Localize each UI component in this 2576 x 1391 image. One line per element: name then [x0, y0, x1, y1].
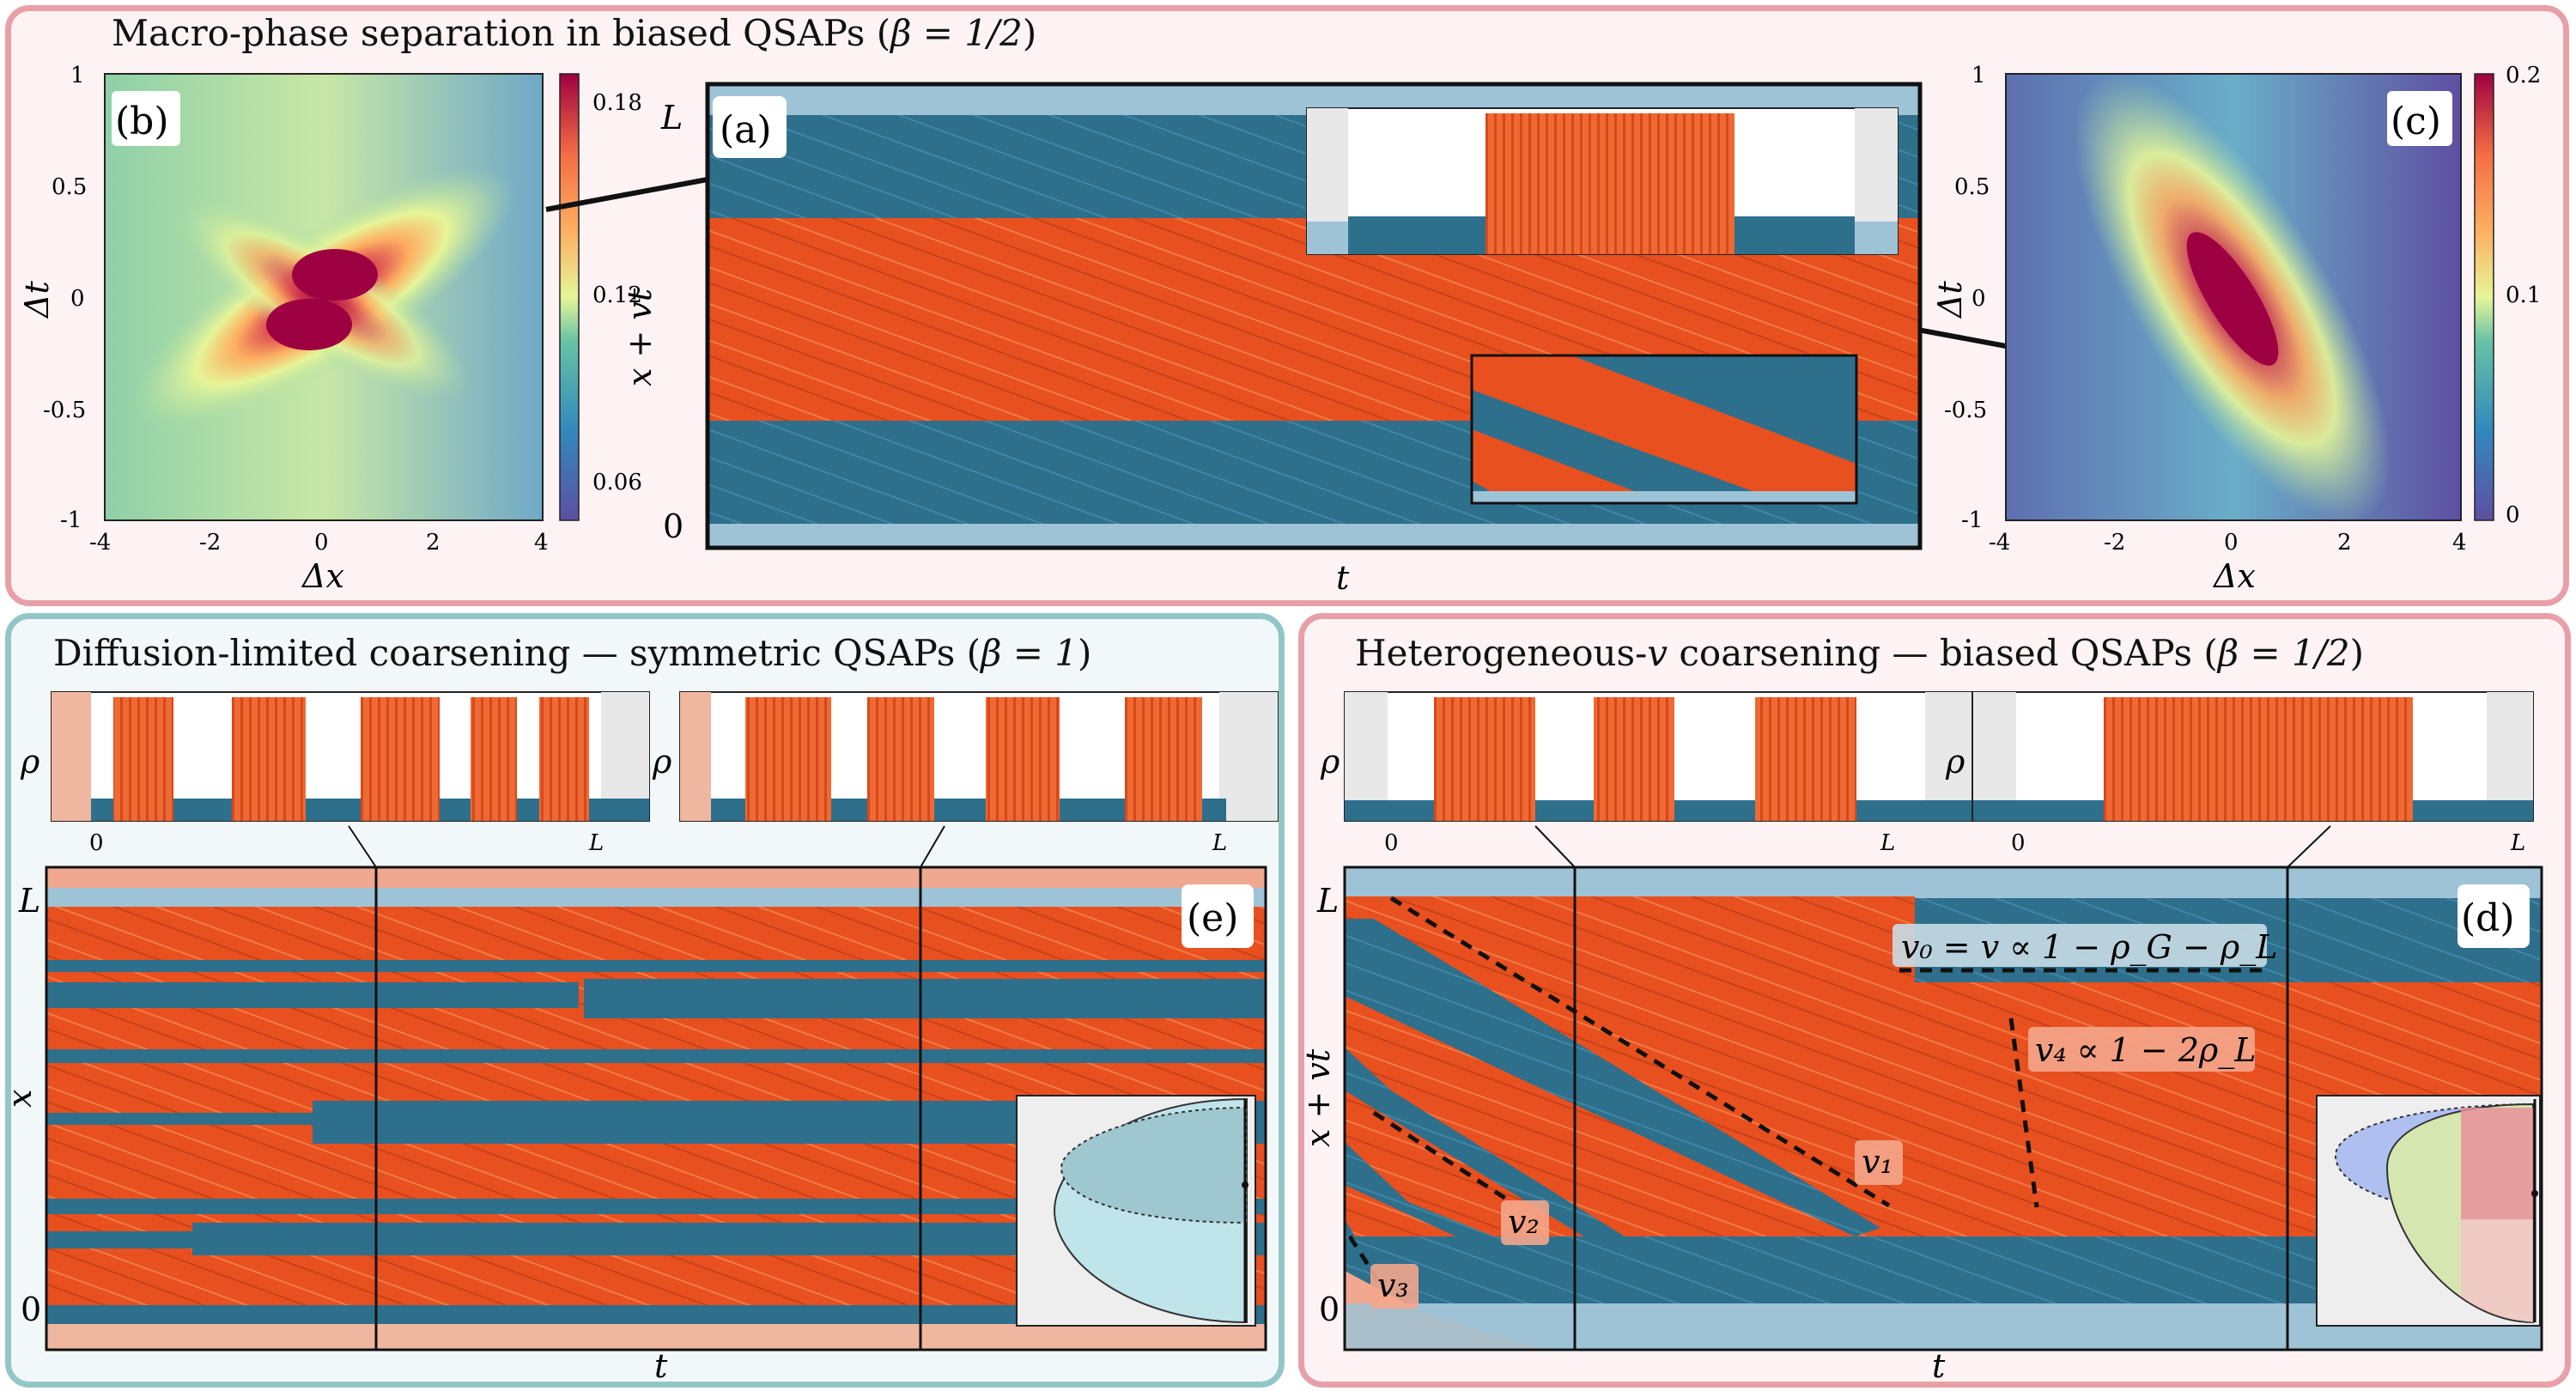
c-xlabel: Δx — [2212, 557, 2256, 595]
panel-e-profile-2 — [679, 691, 1279, 822]
panel-b-colorbar — [559, 73, 580, 521]
b-xtick-2: 2 — [426, 530, 440, 556]
c-ytick-m1: -1 — [1961, 507, 1983, 533]
d-prof2-0: 0 — [2011, 830, 2026, 856]
e-rho-label-1: ρ — [20, 743, 40, 781]
v0-annotation-bg — [1893, 924, 2267, 967]
b-ytick-1: 1 — [70, 63, 85, 88]
panel-e-label: (e) — [1187, 896, 1238, 940]
panel-d-profile-2 — [1972, 691, 2534, 822]
c-xtick-0: 0 — [2224, 530, 2239, 556]
b-xtick-0: 0 — [314, 530, 329, 556]
d-rho-label-1: ρ — [1320, 743, 1340, 781]
e-connector-2 — [920, 825, 945, 868]
c-xtick-m2: -2 — [2104, 530, 2125, 556]
v2-annotation-bg — [1501, 1200, 1549, 1245]
left-title: Diffusion-limited coarsening — symmetric… — [53, 632, 1092, 674]
b-ytick-m1: -1 — [60, 507, 82, 533]
v4-annotation-bg — [2028, 1027, 2255, 1072]
panel-b-heatmap — [104, 73, 544, 521]
v1-annotation-bg — [1855, 1140, 1903, 1185]
d-ylabel: x + vt — [1299, 1048, 1337, 1147]
cbar-c-tick-02: 0.2 — [2506, 63, 2541, 88]
a-ytick-L: L — [660, 99, 683, 137]
v3-annotation: v₃ — [1377, 1266, 1409, 1304]
d-prof2-L: L — [2510, 830, 2525, 856]
c-ylabel: Δt — [1931, 281, 1969, 319]
panel-a-label-bg — [713, 96, 787, 158]
c-ytick-1: 1 — [1971, 63, 1986, 88]
c-xtick-m4: -4 — [1989, 530, 2010, 556]
e-ytick-0: 0 — [21, 1291, 41, 1328]
c-ytick-0: 0 — [1971, 286, 1986, 312]
b-xtick-m4: -4 — [89, 530, 111, 556]
panel-a-label: (a) — [720, 108, 772, 152]
panel-b-label: (b) — [115, 100, 169, 143]
top-title: Macro-phase separation in biased QSAPs (… — [112, 12, 1037, 54]
b-xlabel: Δx — [301, 557, 344, 595]
b-ytick-05: 0.5 — [52, 174, 87, 200]
e-connector-1 — [348, 825, 377, 868]
e-xlabel: t — [654, 1347, 668, 1385]
panel-c-label-bg — [2387, 91, 2452, 146]
panel-c-label: (c) — [2391, 100, 2441, 143]
c-ytick-m05: -0.5 — [1944, 398, 1987, 423]
a-ylabel: x + vt — [621, 288, 659, 386]
e-prof2-L: L — [1212, 830, 1227, 856]
b-ytick-0: 0 — [70, 286, 85, 312]
v2-annotation: v₂ — [1508, 1203, 1540, 1241]
e-ytick-L: L — [18, 882, 40, 920]
c-ytick-05: 0.5 — [1954, 174, 1990, 200]
c-xtick-2: 2 — [2337, 530, 2352, 556]
b-xtick-4: 4 — [534, 530, 549, 556]
panel-d-label: (d) — [2461, 896, 2515, 940]
d-prof1-L: L — [1880, 830, 1895, 856]
cbar-b-tick-018: 0.18 — [592, 90, 642, 116]
c-xtick-4: 4 — [2452, 530, 2467, 556]
b-xtick-m2: -2 — [199, 530, 221, 556]
v3-annotation-bg — [1370, 1264, 1419, 1309]
panel-d-label-bg — [2458, 884, 2530, 948]
panel-e-label-bg — [1182, 884, 1254, 948]
panel-a-inset-profile — [1306, 107, 1899, 255]
v0-annotation: v₀ = v ∝ 1 − ρ_G − ρ_L — [1901, 928, 2277, 967]
panel-a-inset-zoom — [1470, 354, 1858, 505]
right-title: Heterogeneous-v coarsening — biased QSAP… — [1355, 632, 2364, 674]
cbar-c-tick-01: 0.1 — [2506, 282, 2541, 308]
a-ytick-0: 0 — [663, 507, 683, 545]
panel-d-phase-inset — [2316, 1095, 2541, 1327]
panel-c-heatmap — [2005, 73, 2462, 524]
e-ylabel: x — [1, 1090, 39, 1108]
d-xlabel: t — [1932, 1347, 1946, 1385]
v1-annotation: v₁ — [1862, 1143, 1893, 1181]
panel-e-phase-inset — [1016, 1095, 1256, 1327]
b-ytick-m05: -0.5 — [43, 398, 86, 423]
d-prof1-0: 0 — [1384, 830, 1399, 856]
d-connector-1 — [1534, 825, 1576, 868]
cbar-b-tick-006: 0.06 — [592, 470, 642, 495]
panel-c-colorbar — [2474, 73, 2494, 521]
panel-d-profile-1 — [1344, 691, 1972, 822]
d-connector-2 — [2287, 825, 2331, 868]
connector-b-a — [545, 174, 722, 212]
cbar-b-tick-012: 0.12 — [592, 282, 642, 308]
e-prof1-0: 0 — [89, 830, 104, 856]
panel-e-profile-1 — [51, 691, 650, 822]
d-rho-label-2: ρ — [1945, 743, 1965, 781]
a-xlabel: t — [1336, 559, 1350, 597]
v4-annotation: v₄ ∝ 1 − 2ρ_L — [2035, 1031, 2257, 1070]
b-ylabel: Δt — [18, 281, 56, 319]
cbar-c-tick-0: 0 — [2506, 502, 2520, 528]
d-ytick-L: L — [1316, 882, 1339, 920]
d-ytick-0: 0 — [1319, 1291, 1340, 1328]
e-rho-label-2: ρ — [652, 743, 672, 781]
e-prof1-L: L — [588, 830, 604, 856]
